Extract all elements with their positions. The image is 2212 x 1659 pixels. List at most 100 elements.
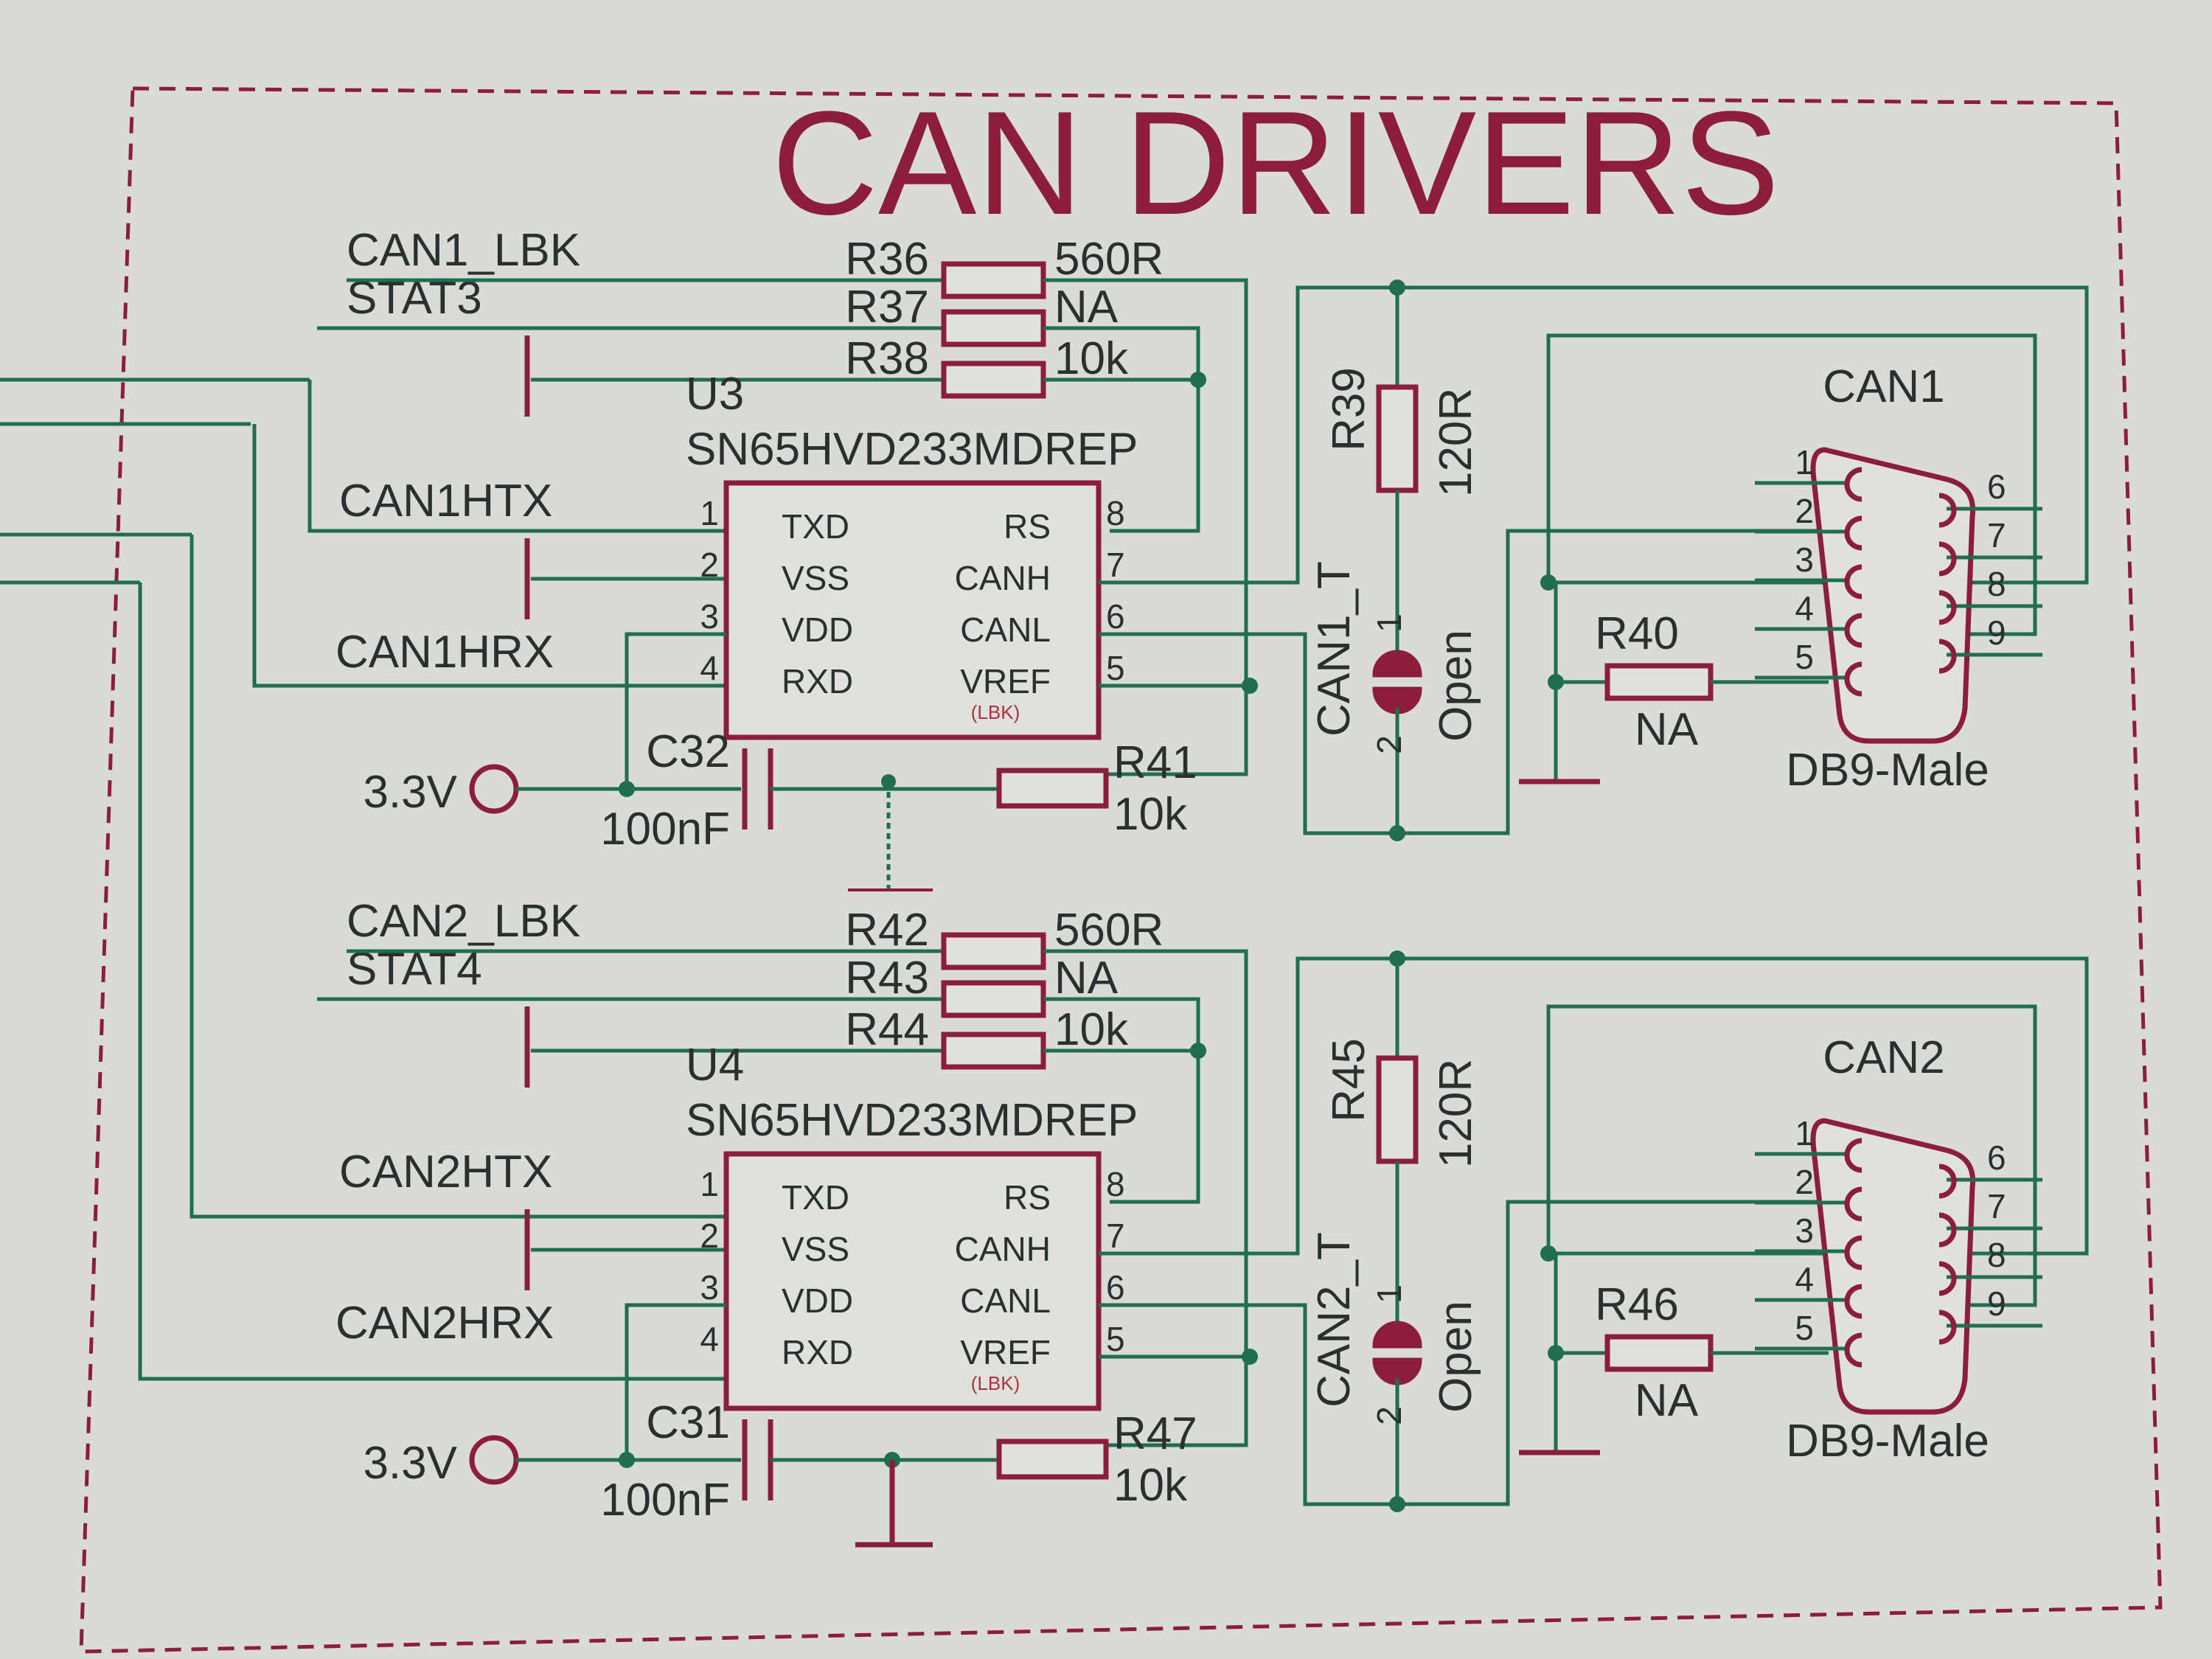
db9-pin-number: 3 <box>1795 540 1814 579</box>
supply-label: 3.3V <box>363 1438 457 1489</box>
ic-pin-name: VREF <box>960 1333 1051 1371</box>
wire-canh <box>1099 285 2089 585</box>
resistor-ref: R37 <box>845 282 929 333</box>
ic-pin-name: CANH <box>955 1230 1051 1268</box>
resistor-ref: R44 <box>845 1004 929 1055</box>
resistor-r38 <box>941 361 1046 399</box>
ic-pin-number: 5 <box>1106 1320 1125 1358</box>
resistor-value: NA <box>1635 1375 1699 1426</box>
db9-pin-number: 9 <box>1987 1284 2006 1323</box>
jumper-ref: CAN1_T <box>1309 561 1360 737</box>
ic-pin-name: VDD <box>782 611 853 649</box>
ic-part-number: SN65HVD233MDREP <box>686 424 1138 475</box>
junction-dot <box>1242 1349 1258 1365</box>
wire-db9-loop <box>1546 1004 2037 1307</box>
resistor-value: 10k <box>1113 1460 1188 1511</box>
db9-pin-contact <box>1938 541 1957 577</box>
db9-pin-number: 7 <box>1987 1187 2006 1225</box>
capacitor-value: 100nF <box>600 804 730 855</box>
db9-pin-contact <box>1844 1332 1863 1368</box>
jumper-pin-1: 1 <box>1370 613 1408 633</box>
ic-pin-number: 3 <box>700 597 719 636</box>
ic-pin-name: RXD <box>782 662 853 700</box>
capacitor-ref: C31 <box>646 1397 730 1448</box>
wire-htx <box>189 535 726 1219</box>
db9-pin-contact <box>1938 493 1957 528</box>
db9-pin-number: 7 <box>1987 516 2006 554</box>
db9-pin-contact <box>1844 1284 1863 1319</box>
net-label-htx: CAN1HTX <box>339 476 552 526</box>
db9-pin-contact <box>1844 613 1863 648</box>
jumper-pin-2: 2 <box>1370 1406 1408 1425</box>
jumper-pin-1: 1 <box>1370 1284 1408 1304</box>
resistor-ref: R39 <box>1324 367 1374 451</box>
supply-terminal <box>469 1435 519 1485</box>
resistor-value: NA <box>1054 953 1119 1004</box>
incoming-bus-lines <box>0 378 310 585</box>
wire-stat-out <box>1043 326 1200 533</box>
wire-hrx <box>138 582 726 1381</box>
junction-dot <box>619 781 635 797</box>
wire-canl <box>1099 1200 1873 1506</box>
resistor-ref: R46 <box>1595 1279 1679 1330</box>
ic-pin-number: 2 <box>700 1217 719 1255</box>
ic-pin-number: 2 <box>700 546 719 584</box>
wire-canh <box>1099 956 2089 1256</box>
wire-stat-out <box>1043 997 1200 1204</box>
db9-pin-number: 8 <box>1987 565 2006 603</box>
db9-pin-contact <box>1844 515 1863 551</box>
db9-pin-contact <box>1938 1164 1957 1199</box>
ic-pin-number: 6 <box>1106 597 1125 636</box>
ic-pin-name: RS <box>1004 507 1051 546</box>
net-label-lbk: CAN2_LBK <box>347 896 580 947</box>
resistor-value: 120R <box>1430 1059 1481 1168</box>
db9-pin-contact <box>1844 1186 1863 1222</box>
resistor-r46 <box>1604 1334 1714 1372</box>
schematic-title: CAN DRIVERS <box>772 81 1780 246</box>
resistor-r40 <box>1604 663 1714 701</box>
section-frame <box>79 86 2163 1654</box>
capacitor-value: 100nF <box>600 1475 730 1526</box>
ic-pin-name: VSS <box>782 559 849 597</box>
ic-pin-name: RS <box>1004 1178 1051 1217</box>
ic-pin-number: 4 <box>700 649 719 687</box>
ic-pin-name: VDD <box>782 1281 853 1320</box>
db9-pin-number: 9 <box>1987 613 2006 652</box>
ic-ref: U4 <box>686 1040 744 1091</box>
ic-lbk-note: (LBK) <box>971 1372 1020 1394</box>
jumper-pad-1 <box>1372 1321 1422 1349</box>
db9-pin-number: 3 <box>1795 1211 1814 1250</box>
resistor-ref: R47 <box>1113 1408 1197 1459</box>
jumper-state: Open <box>1430 630 1481 742</box>
resistor-value: 10k <box>1113 789 1188 840</box>
jumper-pad-1 <box>1372 650 1422 678</box>
connector-type: DB9-Male <box>1786 1416 1989 1467</box>
wire-vdd <box>625 632 726 789</box>
db9-pin-contact <box>1938 1310 1957 1345</box>
supply-label: 3.3V <box>363 767 457 818</box>
net-label-hrx: CAN2HRX <box>335 1298 554 1349</box>
wire-db9-loop <box>1546 333 2037 636</box>
resistor-ref: R36 <box>845 234 929 285</box>
connector-ref: CAN1 <box>1823 361 1944 412</box>
wire-lbk-out <box>1040 949 1248 1447</box>
resistor-r45 <box>1376 1055 1419 1164</box>
wire-htx <box>307 380 726 533</box>
connector-type: DB9-Male <box>1786 745 1989 796</box>
ic-pin-name: CANH <box>955 559 1051 597</box>
db9-pin-number: 6 <box>1987 467 2006 506</box>
junction-dot <box>619 1452 635 1468</box>
ic-pin-number: 1 <box>700 1165 719 1203</box>
net-label-lbk: CAN1_LBK <box>347 225 580 276</box>
db9-pin-contact <box>1844 467 1863 502</box>
db9-pin-number: 6 <box>1987 1138 2006 1177</box>
resistor-value: NA <box>1054 282 1119 333</box>
resistor-ref: R40 <box>1595 608 1679 659</box>
ic-body-u4 <box>723 1151 1102 1411</box>
wire-lbk-out <box>1040 278 1248 776</box>
resistor-value: NA <box>1635 704 1699 755</box>
ic-lbk-note: (LBK) <box>971 701 1020 723</box>
resistor-value: 560R <box>1054 905 1164 956</box>
